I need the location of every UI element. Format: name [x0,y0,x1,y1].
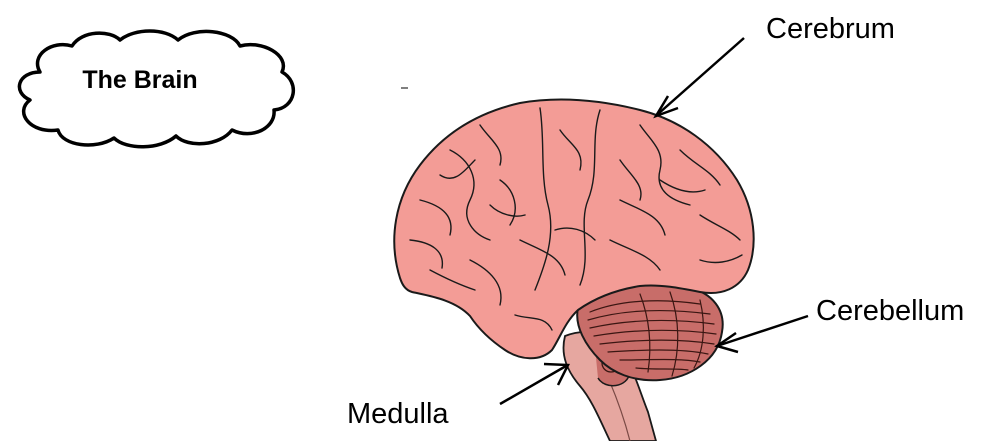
cerebellum-arrow [717,316,808,352]
medulla-label: Medulla [347,398,449,430]
cerebrum-arrow [656,38,744,116]
diagram-title: The Brain [82,66,197,94]
cerebrum-label: Cerebrum [766,13,895,45]
title-cloud: The Brain [19,31,293,147]
cerebellum-label: Cerebellum [816,295,964,327]
medulla-arrow [500,364,568,404]
